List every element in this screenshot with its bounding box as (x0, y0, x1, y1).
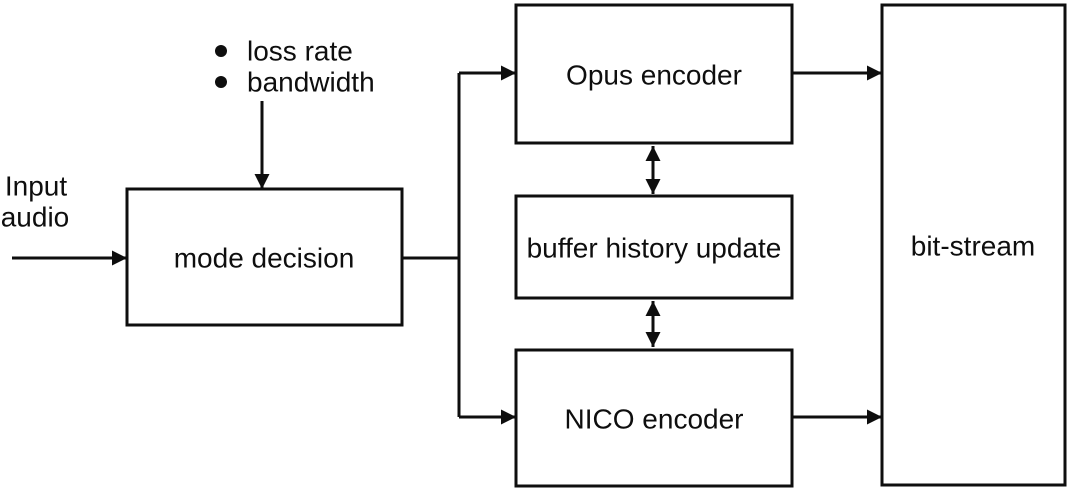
nico-encoder-label: NICO encoder (565, 404, 744, 435)
opus-encoder-box (514, 3, 794, 145)
bit-stream-label: bit-stream (911, 231, 1035, 262)
parameter-item-loss-rate: loss rate (247, 36, 353, 67)
input-audio-label-line1: Input (5, 171, 67, 202)
mode-decision-box (125, 187, 404, 327)
mode-decision-label: mode decision (174, 243, 355, 274)
opus-encoder-label: Opus encoder (566, 60, 742, 91)
parameter-item-bandwidth: bandwidth (247, 67, 375, 98)
bullet-dot-loss-rate (215, 45, 227, 57)
input-audio-label-line2: audio (1, 202, 70, 233)
bullet-dot-bandwidth (215, 76, 227, 88)
nico-encoder-box (514, 348, 794, 488)
buffer-history-update-box (514, 194, 794, 300)
buffer-history-update-label: buffer history update (527, 233, 782, 264)
bit-stream-box (880, 3, 1067, 487)
